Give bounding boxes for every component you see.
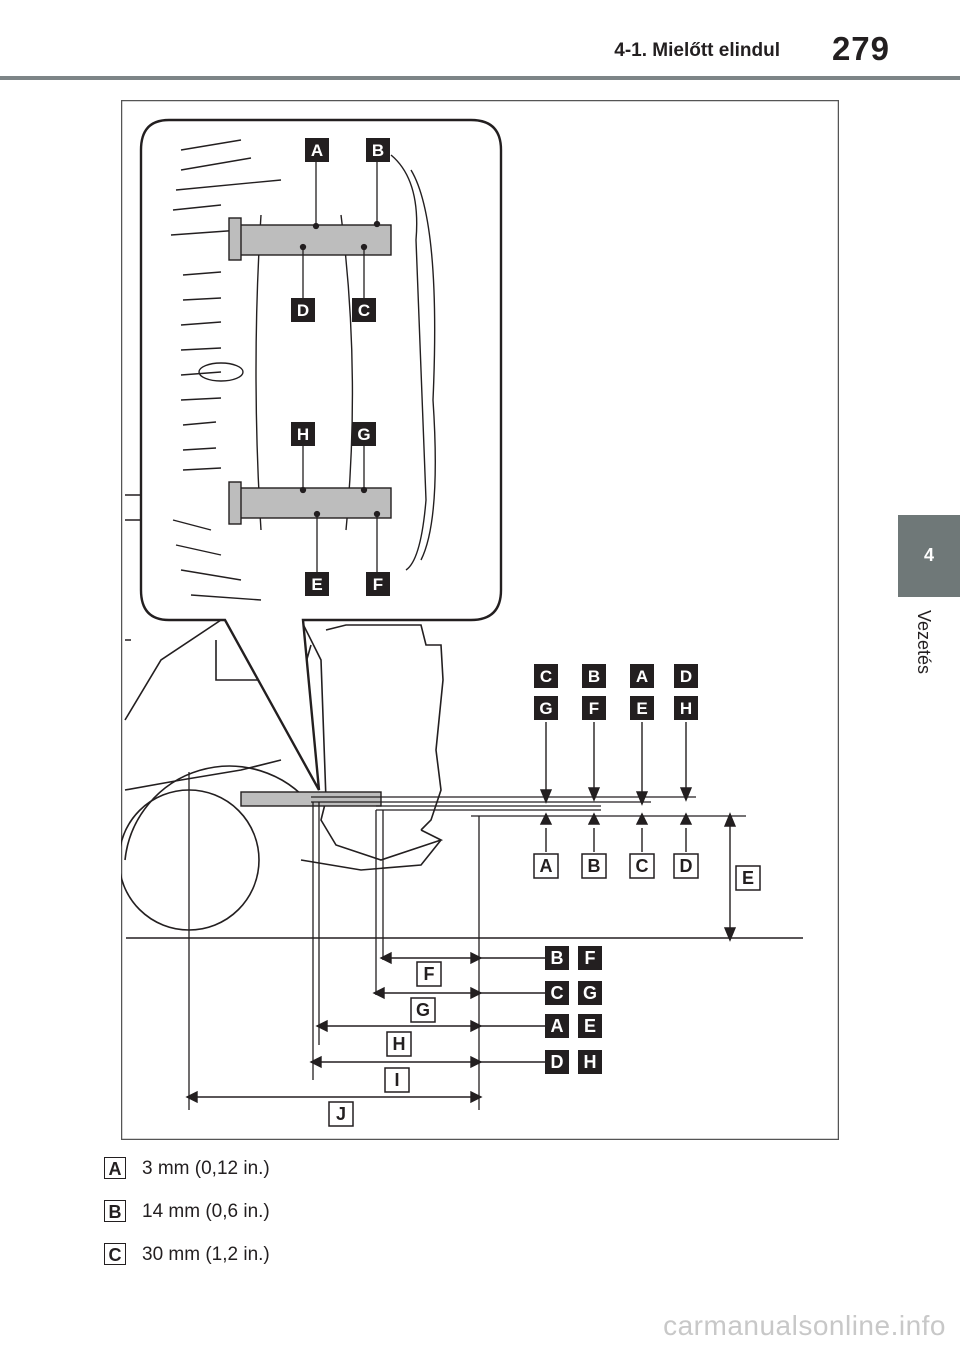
svg-text:F: F (373, 575, 383, 594)
receiver-bar (240, 791, 382, 807)
legend-item-c: C 30 mm (1,2 in.) (104, 1243, 404, 1273)
inset-leader-lines (299, 162, 381, 572)
legend-text: 3 mm (0,12 in.) (142, 1158, 270, 1179)
legend-key: A (104, 1157, 126, 1179)
legend-item-a: A 3 mm (0,12 in.) (104, 1157, 404, 1187)
callout-F-top (366, 572, 390, 596)
svg-text:H: H (297, 425, 309, 444)
svg-text:H: H (680, 699, 692, 718)
svg-text:H: H (393, 1034, 406, 1054)
svg-text:E: E (311, 575, 322, 594)
callout-H-top (291, 422, 315, 446)
chapter-number: 4 (923, 545, 934, 565)
svg-text:F: F (589, 699, 599, 718)
svg-text:G: G (539, 699, 552, 718)
chapter-label: Vezetés (914, 610, 934, 675)
inset-hitch-lower (228, 481, 392, 525)
svg-text:C: C (551, 983, 564, 1003)
callout-A-top (305, 138, 329, 162)
svg-text:D: D (680, 856, 693, 876)
svg-text:C: C (540, 667, 552, 686)
dimension-labels: F B F G C G H A E I D H J (328, 946, 602, 1127)
svg-text:G: G (583, 983, 597, 1003)
svg-text:C: C (636, 856, 649, 876)
svg-text:A: A (551, 1016, 564, 1036)
svg-text:E: E (742, 868, 754, 888)
watermark: carmanualsonline.info (663, 1310, 946, 1341)
svg-text:F: F (585, 948, 596, 968)
svg-text:B: B (372, 141, 384, 160)
svg-text:D: D (297, 301, 309, 320)
svg-text:J: J (336, 1104, 346, 1124)
detail-callout-bubble (139, 118, 503, 791)
svg-text:B: B (588, 856, 601, 876)
chapter-tab[interactable]: 4 (898, 515, 960, 597)
callout-E-top (305, 572, 329, 596)
svg-text:I: I (394, 1070, 399, 1090)
svg-text:G: G (357, 425, 370, 444)
svg-text:A: A (311, 141, 323, 160)
callout-G-top (352, 422, 376, 446)
inset-hitch-upper (228, 217, 392, 261)
svg-text:D: D (680, 667, 692, 686)
callout-C-top (352, 298, 376, 322)
legend-text: 30 mm (1,2 in.) (142, 1244, 270, 1265)
svg-text:D: D (551, 1052, 564, 1072)
inset-callouts: A B D C H G E F (291, 138, 390, 596)
dimension-arrows (185, 951, 545, 1104)
svg-text:H: H (584, 1052, 597, 1072)
svg-text:C: C (358, 301, 370, 320)
svg-text:G: G (416, 1000, 430, 1020)
legend-item-b: B 14 mm (0,6 in.) (104, 1200, 404, 1230)
legend-text: 14 mm (0,6 in.) (142, 1201, 270, 1222)
hitch-dimension-figure: A B D C H G E F C G B F A E D H A B (121, 100, 839, 1140)
reference-lines (311, 796, 746, 817)
legend-key: B (104, 1200, 126, 1222)
page-number: 279 (831, 30, 890, 67)
svg-text:E: E (636, 699, 647, 718)
height-dimension (723, 812, 737, 942)
header-rule (0, 76, 960, 80)
column-arrows (539, 722, 693, 852)
svg-text:F: F (424, 964, 435, 984)
height-label (735, 865, 761, 891)
svg-text:B: B (588, 667, 600, 686)
svg-text:A: A (636, 667, 648, 686)
svg-text:A: A (540, 856, 553, 876)
svg-text:E: E (584, 1016, 596, 1036)
svg-text:B: B (551, 948, 564, 968)
column-outline-labels: A B C D (533, 853, 699, 879)
callout-D-top (291, 298, 315, 322)
section-title: 4-1. Mielőtt elindul (614, 40, 780, 61)
column-callouts: C G B F A E D H (534, 664, 698, 720)
callout-B-top (366, 138, 390, 162)
legend-key: C (104, 1243, 126, 1265)
